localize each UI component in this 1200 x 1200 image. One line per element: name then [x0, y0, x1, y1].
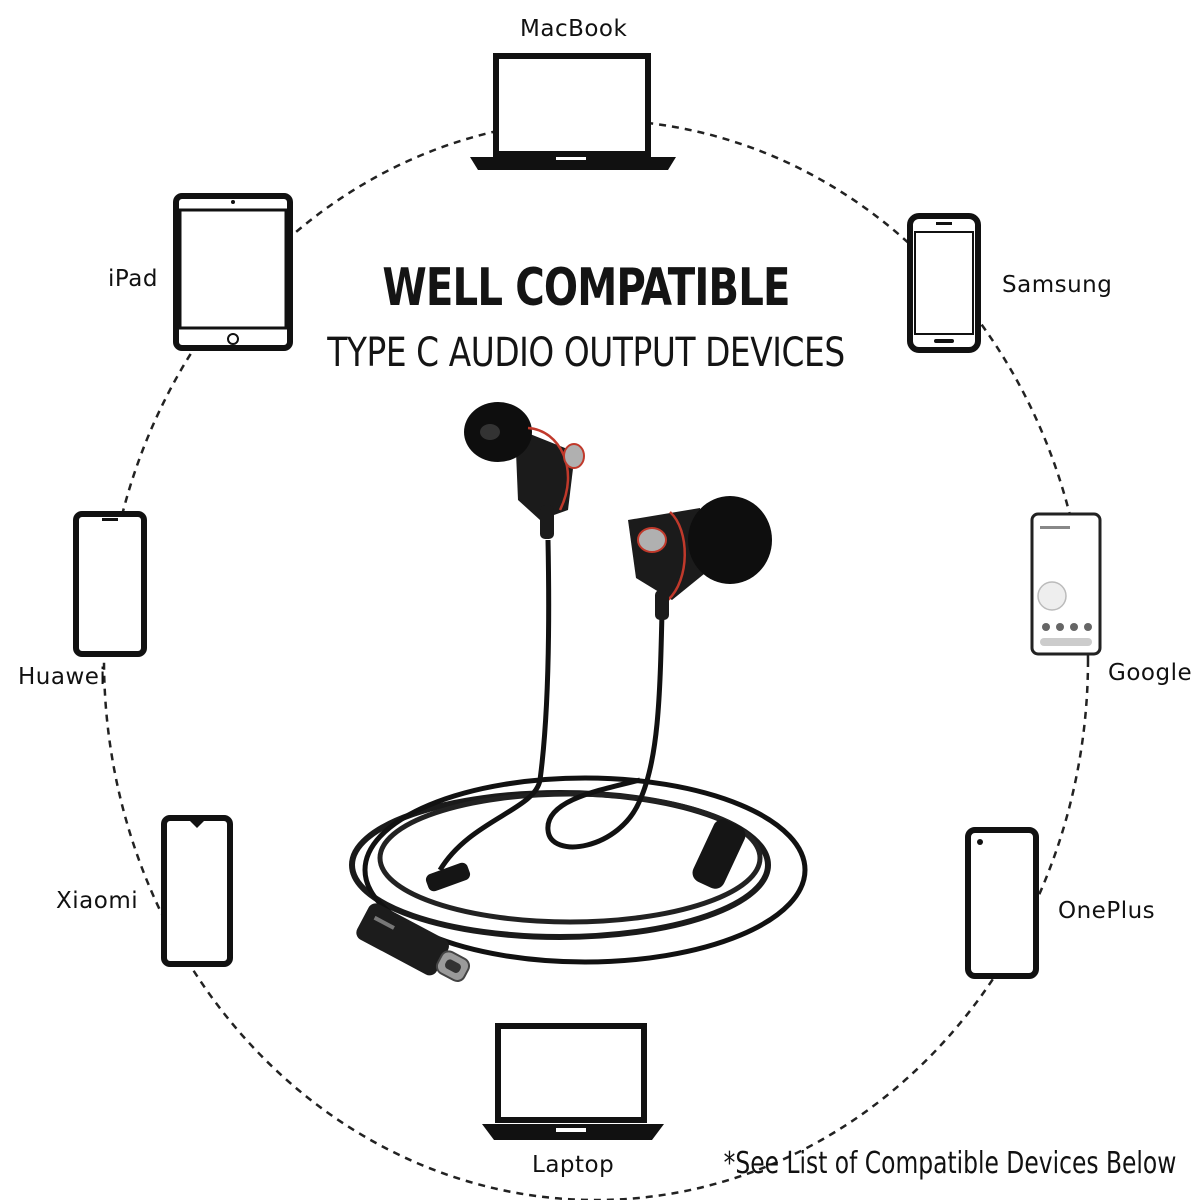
subline: TYPE C AUDIO OUTPUT DEVICES: [327, 330, 845, 376]
headline: WELL COMPATIBLE: [382, 258, 790, 318]
device-label-laptop: Laptop: [532, 1152, 615, 1178]
device-label-samsung: Samsung: [1002, 272, 1113, 298]
google-device-icon: [1030, 512, 1102, 656]
device-label-xiaomi: Xiaomi: [56, 888, 139, 914]
laptop-device-icon: [482, 1023, 664, 1140]
device-label-google: Google: [1108, 660, 1193, 686]
samsung-device-icon: [907, 213, 981, 353]
device-label-huawei: Huawei: [18, 664, 107, 690]
ipad-device-icon: [173, 193, 293, 351]
oneplus-device-icon: [965, 827, 1039, 979]
compatibility-footnote: *See List of Compatible Devices Below: [723, 1146, 1176, 1181]
usb-c-earphones-icon: [349, 402, 808, 982]
xiaomi-device-icon: [161, 815, 233, 967]
huawei-device-icon: [73, 511, 147, 657]
macbook-device-icon: [470, 53, 676, 170]
device-label-ipad: iPad: [108, 266, 158, 292]
device-label-oneplus: OnePlus: [1058, 898, 1156, 924]
device-label-macbook: MacBook: [520, 16, 628, 42]
